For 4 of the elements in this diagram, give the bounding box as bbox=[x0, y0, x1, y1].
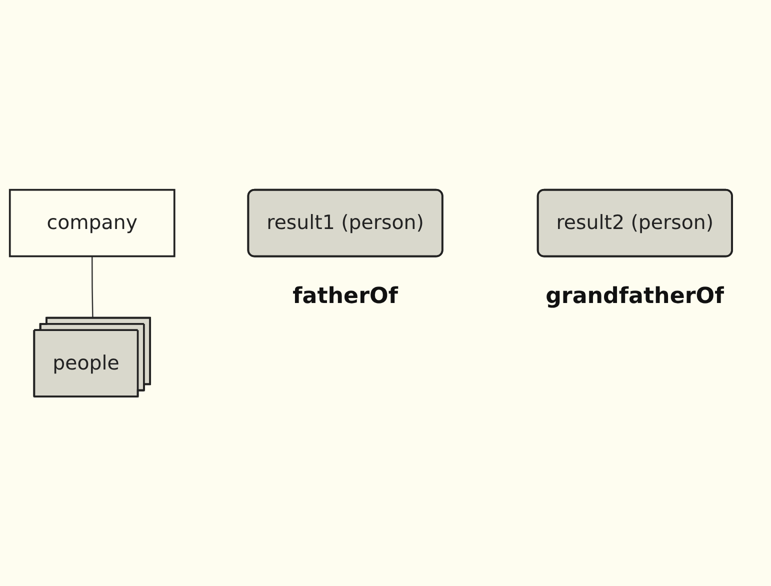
connector bbox=[92, 256, 94, 318]
node-label: fatherOf bbox=[292, 283, 398, 309]
node-box: company bbox=[8, 188, 176, 258]
node-label: grandfatherOf bbox=[546, 283, 724, 309]
